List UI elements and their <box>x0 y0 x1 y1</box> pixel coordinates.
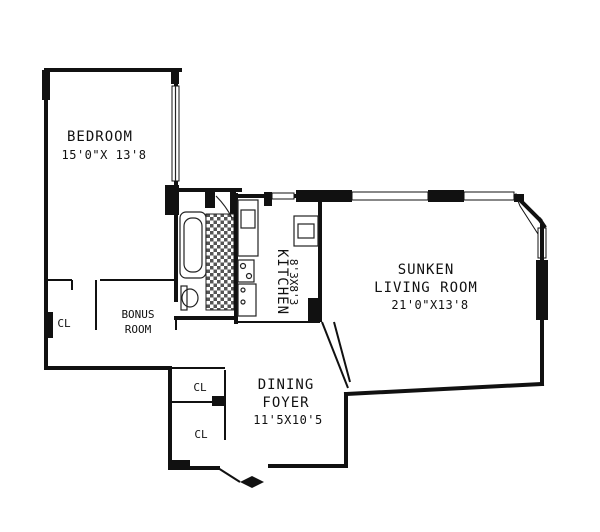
living-room-walls <box>320 190 548 397</box>
entry-arrow-icon <box>217 467 264 488</box>
counter-icon <box>293 215 319 247</box>
bedroom-closet-label: CL <box>57 317 71 330</box>
stove-icon <box>237 259 255 283</box>
bedroom-window <box>171 85 180 182</box>
sink-icon <box>237 199 259 257</box>
foyer-closet-bottom-label: CL <box>194 428 208 441</box>
kitchen <box>234 190 326 324</box>
dining-foyer-name-line1: DINING <box>258 377 315 393</box>
refrigerator-icon <box>237 283 257 317</box>
bonus-room-name-line2: ROOM <box>125 323 152 336</box>
toilet-icon <box>181 288 199 308</box>
bonus-room-name-line1: BONUS <box>121 308 154 321</box>
foyer-closet-top-label: CL <box>193 381 207 394</box>
dining-foyer-name-line2: FOYER <box>262 395 309 411</box>
kitchen-name: KITCHEN <box>274 249 290 315</box>
bedroom-name: BEDROOM <box>67 129 133 145</box>
dining-foyer-walls <box>168 320 348 470</box>
living-room-name-line2: LIVING ROOM <box>374 280 478 296</box>
living-room-name-line1: SUNKEN <box>398 262 455 278</box>
bedroom-dims: 15'0"X 13'8 <box>62 148 147 162</box>
kitchen-dims: 8'3X8'3 <box>287 259 300 305</box>
bathroom <box>174 188 242 320</box>
dining-foyer-dims: 11'5X10'5 <box>253 413 323 427</box>
living-room-dims: 21'0"X13'8 <box>391 298 468 312</box>
